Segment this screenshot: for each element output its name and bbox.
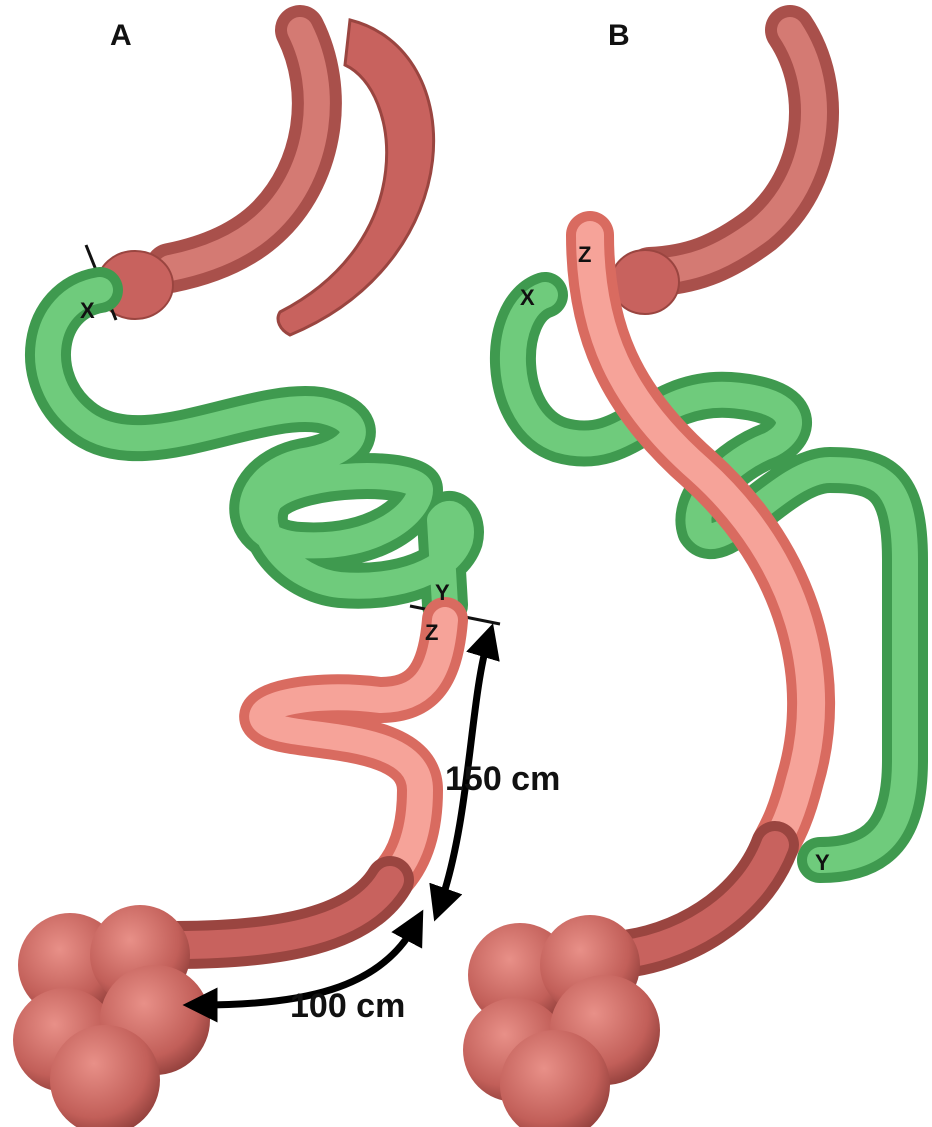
panel-b-pylorus bbox=[611, 250, 679, 314]
panel-b-green-limb bbox=[513, 295, 905, 860]
panel-a-label: A bbox=[110, 19, 132, 52]
panel-b-point-y: Y bbox=[815, 850, 830, 875]
panel-b-point-x: X bbox=[520, 285, 535, 310]
panel-a-colon bbox=[13, 905, 210, 1127]
panel-b-point-z: Z bbox=[578, 242, 591, 267]
panel-a-point-y: Y bbox=[435, 580, 450, 605]
panel-a-measure-100: 100 cm bbox=[290, 987, 405, 1025]
panel-a-measure-150: 150 cm bbox=[445, 760, 560, 798]
panel-a-green-limb-highlight bbox=[48, 290, 461, 605]
panel-b: B X Z Y bbox=[463, 19, 905, 1127]
panel-b-label: B bbox=[608, 19, 630, 52]
panel-a-point-x: X bbox=[80, 298, 95, 323]
panel-b-colon bbox=[463, 915, 660, 1127]
panel-a-point-z: Z bbox=[425, 620, 438, 645]
